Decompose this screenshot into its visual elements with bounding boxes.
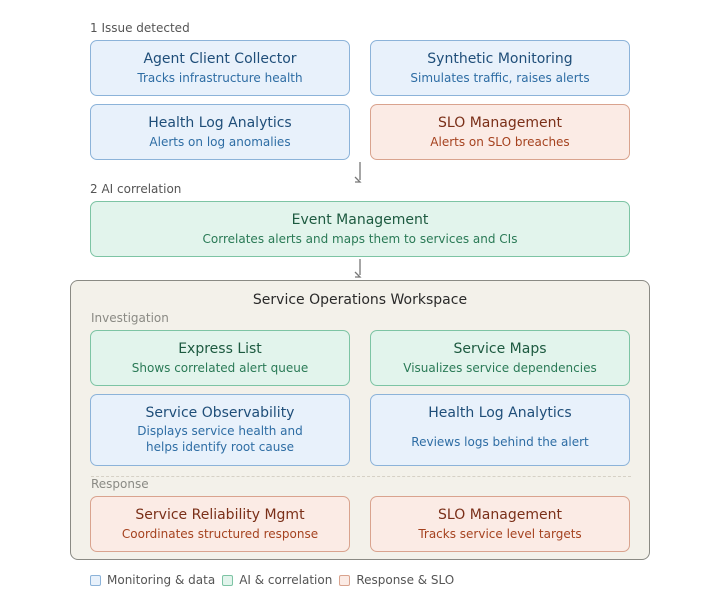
legend-label: Response & SLO <box>356 573 455 587</box>
legend-item-ai: AI & correlation <box>222 573 332 587</box>
node-title: Event Management <box>291 212 429 228</box>
legend-swatch-ai <box>222 574 234 586</box>
section-label-issue: 1 Issue detected <box>90 21 190 35</box>
node-title: Service Observability <box>145 405 295 421</box>
node-desc: Alerts on log anomalies <box>149 135 291 149</box>
node-desc: Tracks infrastructure health <box>137 71 303 85</box>
node-desc: Simulates traffic, raises alerts <box>410 71 590 85</box>
node-synthetic-monitoring: Synthetic Monitoring Simulates traffic, … <box>370 40 630 96</box>
legend-item-response: Response & SLO <box>339 573 454 587</box>
node-desc: Displays service health and helps identi… <box>137 424 303 454</box>
node-event-management: Event Management Correlates alerts and m… <box>90 201 630 257</box>
investigation-label: Investigation <box>91 311 169 325</box>
node-express-list: Express List Shows correlated alert queu… <box>90 330 350 386</box>
node-health-log-analytics-review: Health Log Analytics Reviews logs behind… <box>370 394 630 466</box>
connector-arrow-2 <box>354 259 362 278</box>
node-title: SLO Management <box>438 507 562 523</box>
node-title: Service Reliability Mgmt <box>135 507 305 523</box>
node-desc: Alerts on SLO breaches <box>430 135 570 149</box>
node-desc: Visualizes service dependencies <box>403 361 597 375</box>
node-service-maps: Service Maps Visualizes service dependen… <box>370 330 630 386</box>
response-label: Response <box>91 477 149 491</box>
node-desc: Correlates alerts and maps them to servi… <box>202 232 518 246</box>
section-divider <box>91 476 631 477</box>
legend-swatch-response <box>339 574 351 586</box>
section-label-correlation: 2 AI correlation <box>90 182 182 196</box>
node-title: Synthetic Monitoring <box>427 51 573 67</box>
node-slo-management-targets: SLO Management Tracks service level targ… <box>370 496 630 552</box>
legend-swatch-monitoring <box>90 574 101 586</box>
node-slo-management-alerts: SLO Management Alerts on SLO breaches <box>370 104 630 160</box>
legend: Monitoring & data AI & correlation Respo… <box>90 573 461 587</box>
node-health-log-analytics: Health Log Analytics Alerts on log anoma… <box>90 104 350 160</box>
node-agent-client-collector: Agent Client Collector Tracks infrastruc… <box>90 40 350 96</box>
node-title: Health Log Analytics <box>428 405 572 421</box>
node-title: Health Log Analytics <box>148 115 292 131</box>
node-desc: Reviews logs behind the alert <box>411 435 589 449</box>
node-desc: Shows correlated alert queue <box>131 361 309 375</box>
connector-arrow-1 <box>354 162 362 183</box>
node-desc: Coordinates structured response <box>121 527 319 541</box>
node-title: Agent Client Collector <box>143 51 297 67</box>
workspace-title: Service Operations Workspace <box>252 292 468 308</box>
service-operations-workspace: Service Operations Workspace Investigati… <box>70 280 650 560</box>
node-title: Service Maps <box>453 341 547 357</box>
node-service-reliability-mgmt: Service Reliability Mgmt Coordinates str… <box>90 496 350 552</box>
legend-item-monitoring: Monitoring & data <box>90 573 215 587</box>
node-desc: Tracks service level targets <box>418 527 582 541</box>
node-title: SLO Management <box>438 115 562 131</box>
node-title: Express List <box>178 341 262 357</box>
legend-label: Monitoring & data <box>107 573 216 587</box>
legend-label: AI & correlation <box>239 573 333 587</box>
node-service-observability: Service Observability Displays service h… <box>90 394 350 466</box>
